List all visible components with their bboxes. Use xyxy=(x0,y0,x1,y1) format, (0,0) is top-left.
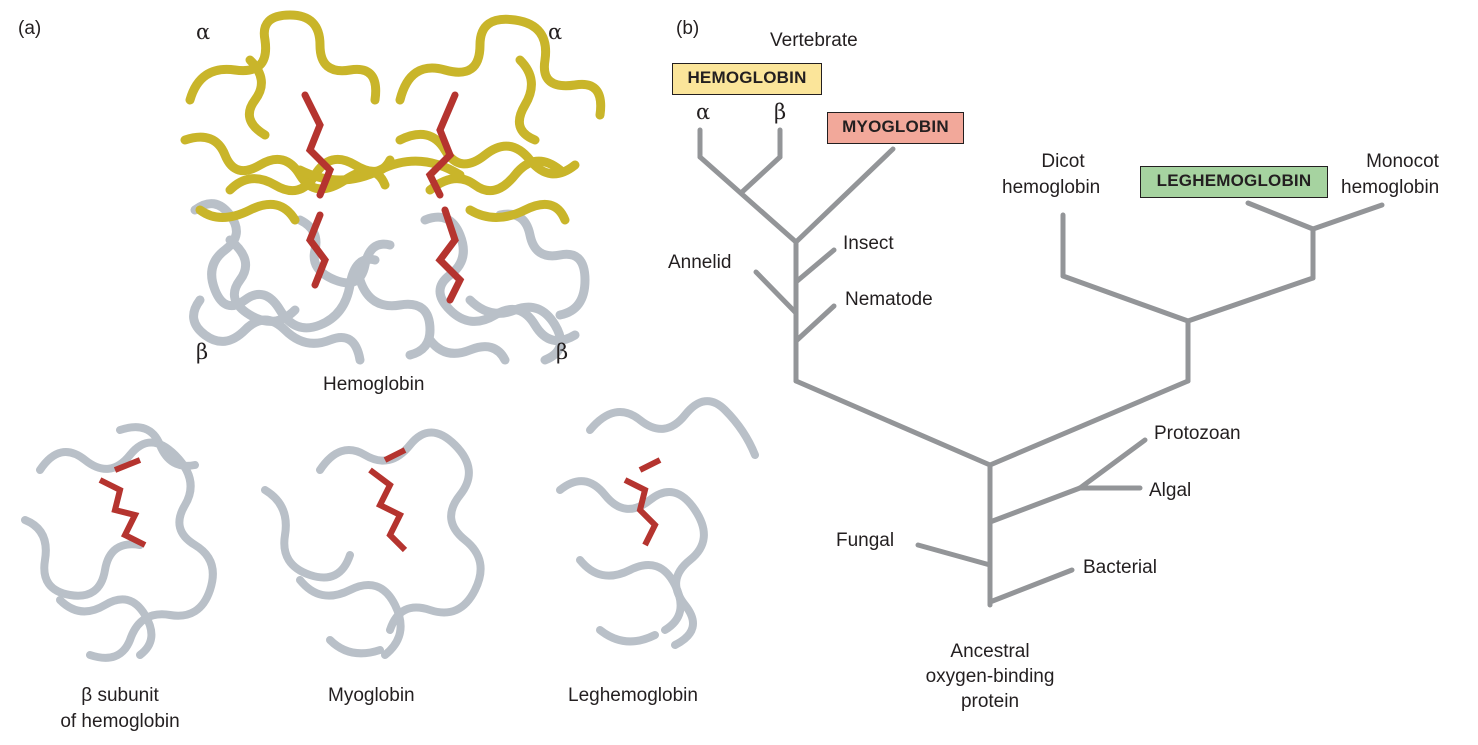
phylogenetic-tree xyxy=(697,127,1385,608)
myoglobin-box: MYOGLOBIN xyxy=(827,112,964,144)
algal-label: Algal xyxy=(1149,480,1192,501)
myoglobin-structure xyxy=(261,428,485,659)
hemoglobin-alpha-chains xyxy=(180,10,606,225)
hemoglobin-beta-chains xyxy=(189,199,590,365)
nematode-label: Nematode xyxy=(845,289,933,310)
beta-right-label: β xyxy=(556,340,569,364)
protozoan-label: Protozoan xyxy=(1154,423,1241,444)
beta-subunit-heme xyxy=(98,457,147,548)
bacterial-label: Bacterial xyxy=(1083,557,1157,578)
alpha-left-label: α xyxy=(196,20,211,44)
tree-alpha-label: α xyxy=(696,100,711,124)
beta-subunit-structure xyxy=(21,423,217,662)
alpha-right-label: α xyxy=(548,20,563,44)
insect-label: Insect xyxy=(843,233,894,254)
beta-left-label: β xyxy=(196,340,209,364)
annelid-label: Annelid xyxy=(668,252,732,273)
beta-subunit-caption-line2: of hemoglobin xyxy=(60,711,180,732)
leghemoglobin-heme xyxy=(623,457,662,547)
myoglobin-caption: Myoglobin xyxy=(328,685,415,706)
panel-b-label: (b) xyxy=(676,18,700,39)
tree-beta-label: β xyxy=(774,100,787,124)
leghemoglobin-caption: Leghemoglobin xyxy=(568,685,698,706)
myoglobin-heme xyxy=(368,447,408,553)
dicot-label-line2: hemoglobin xyxy=(1002,177,1101,198)
root-label-line3: protein xyxy=(960,691,1020,712)
hemoglobin-box: HEMOGLOBIN xyxy=(672,63,822,95)
leghemoglobin-box: LEGHEMOGLOBIN xyxy=(1140,166,1328,198)
panel-a-label: (a) xyxy=(18,18,42,39)
dicot-label-line1: Dicot xyxy=(1041,151,1085,172)
monocot-label-line2: hemoglobin xyxy=(1341,177,1440,198)
monocot-label-line1: Monocot xyxy=(1366,151,1439,172)
hemoglobin-caption: Hemoglobin xyxy=(323,374,425,395)
fungal-label: Fungal xyxy=(836,530,895,551)
leghemoglobin-structure xyxy=(556,397,759,649)
root-label-line2: oxygen-binding xyxy=(925,666,1055,687)
root-label-line1: Ancestral xyxy=(950,641,1030,662)
beta-subunit-caption-line1: β subunit xyxy=(81,685,159,706)
vertebrate-label: Vertebrate xyxy=(770,30,858,51)
hemoglobin-heme-groups xyxy=(301,91,465,304)
